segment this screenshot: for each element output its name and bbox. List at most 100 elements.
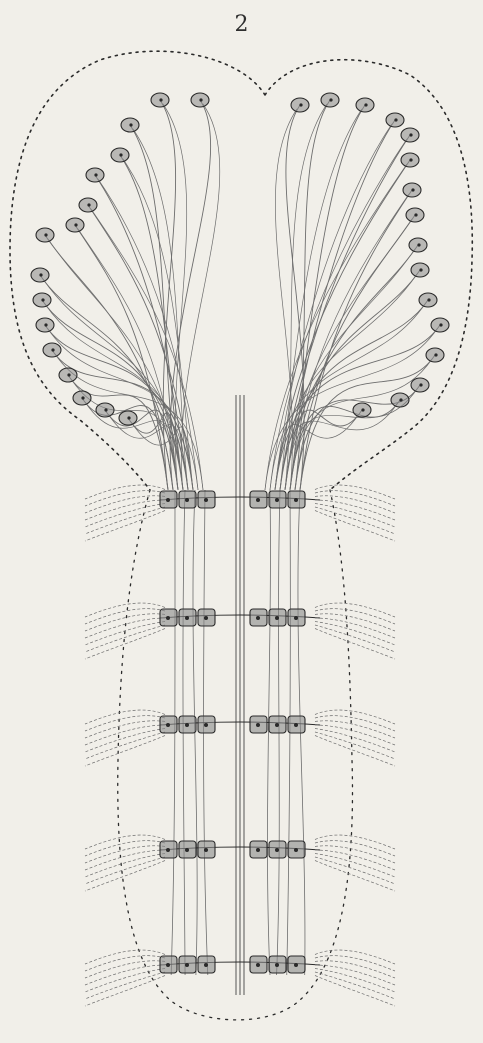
cell-nucleus xyxy=(39,273,42,276)
lateral-nerve xyxy=(315,485,395,499)
nerve-fiber xyxy=(300,190,412,490)
lateral-nerve xyxy=(85,491,165,506)
lateral-nerve xyxy=(85,603,165,617)
body-outline xyxy=(118,490,353,1020)
lateral-nerve xyxy=(85,716,165,731)
cell-nucleus xyxy=(185,498,189,502)
cell-nucleus xyxy=(119,153,122,156)
cell-nucleus xyxy=(74,223,77,226)
cell-nucleus xyxy=(199,98,202,101)
cell-nucleus xyxy=(256,963,260,967)
lateral-nerve xyxy=(85,854,165,878)
lateral-nerve xyxy=(85,965,165,985)
cell-nucleus xyxy=(294,616,298,620)
cell-nucleus xyxy=(166,723,170,727)
lateral-nerve xyxy=(315,500,395,520)
cell-nucleus xyxy=(51,348,54,351)
cell-nucleus xyxy=(364,103,367,106)
cell-nucleus xyxy=(204,963,208,967)
cell-nucleus xyxy=(299,103,302,106)
lateral-nerve xyxy=(85,729,165,753)
cell-nucleus xyxy=(439,323,442,326)
cell-nucleus xyxy=(166,848,170,852)
cell-nucleus xyxy=(204,723,208,727)
lateral-nerve xyxy=(85,725,165,745)
cell-nucleus xyxy=(275,498,279,502)
lateral-nerve xyxy=(85,710,165,724)
lateral-nerve xyxy=(315,504,395,528)
cell-nucleus xyxy=(185,723,189,727)
cell-nucleus xyxy=(434,353,437,356)
cell-nucleus xyxy=(399,398,402,401)
segment-ganglia xyxy=(160,491,305,973)
lateral-nerve xyxy=(85,972,165,999)
lateral-nerve xyxy=(85,504,165,528)
lateral-nerve xyxy=(315,736,395,767)
lateral-nerve xyxy=(315,965,395,985)
nerve-fiber xyxy=(285,104,327,490)
cell-nucleus xyxy=(294,848,298,852)
lateral-nerve xyxy=(85,950,165,964)
cell-nucleus xyxy=(256,498,260,502)
cell-nucleus xyxy=(185,963,189,967)
nerve-fiber xyxy=(275,414,359,490)
central-cord xyxy=(236,395,244,995)
lateral-nerve xyxy=(315,969,395,993)
cell-nucleus xyxy=(87,203,90,206)
lateral-nerve xyxy=(315,710,395,724)
lateral-nerve xyxy=(85,861,165,892)
nerve-fiber xyxy=(75,225,168,490)
lateral-nerve xyxy=(315,491,395,506)
cell-nucleus xyxy=(294,498,298,502)
cell-nucleus xyxy=(44,323,47,326)
cell-nucleus xyxy=(275,723,279,727)
cell-nucleus xyxy=(256,723,260,727)
cell-nucleus xyxy=(256,616,260,620)
cell-nucleus xyxy=(256,848,260,852)
lateral-nerve xyxy=(315,622,395,646)
lateral-nerve xyxy=(315,629,395,660)
lateral-nerve xyxy=(315,835,395,849)
cell-nucleus xyxy=(427,298,430,301)
cell-nucleus xyxy=(67,373,70,376)
lateral-nerve xyxy=(85,511,165,542)
lateral-nerve xyxy=(85,500,165,520)
lateral-nerve xyxy=(85,609,165,624)
cell-nucleus xyxy=(409,158,412,161)
lateral-nerve xyxy=(315,854,395,878)
cell-nucleus xyxy=(275,616,279,620)
cell-nucleus xyxy=(166,963,170,967)
lateral-nerve xyxy=(85,732,165,759)
cell-nucleus xyxy=(204,498,208,502)
nerve-fiber xyxy=(40,275,178,490)
nerve-fiber xyxy=(43,279,188,490)
lateral-nerve xyxy=(315,725,395,745)
cell-nucleus xyxy=(414,213,417,216)
cell-nucleus xyxy=(166,616,170,620)
cell-nucleus xyxy=(94,173,97,176)
cell-nucleus xyxy=(275,848,279,852)
cell-nucleus xyxy=(44,233,47,236)
cell-nucleus xyxy=(294,723,298,727)
lateral-nerve xyxy=(315,857,395,884)
lateral-nerve xyxy=(315,956,395,971)
lateral-nerve xyxy=(315,511,395,542)
lateral-nerve xyxy=(315,609,395,624)
cell-nucleus xyxy=(361,408,364,411)
lateral-nerve xyxy=(315,618,395,638)
cell-nucleus xyxy=(204,848,208,852)
cell-nucleus xyxy=(394,118,397,121)
cell-nucleus xyxy=(411,188,414,191)
lateral-nerve xyxy=(315,972,395,999)
cell-nucleus xyxy=(419,383,422,386)
head-nerve-cells xyxy=(31,93,449,425)
lateral-nerve xyxy=(315,850,395,870)
nerve-fiber xyxy=(265,164,407,490)
cell-nucleus xyxy=(159,98,162,101)
lateral-nerve xyxy=(85,625,165,652)
lateral-nerve xyxy=(315,625,395,652)
cell-nucleus xyxy=(417,243,420,246)
cell-nucleus xyxy=(185,848,189,852)
left-head-fibers xyxy=(40,100,220,490)
